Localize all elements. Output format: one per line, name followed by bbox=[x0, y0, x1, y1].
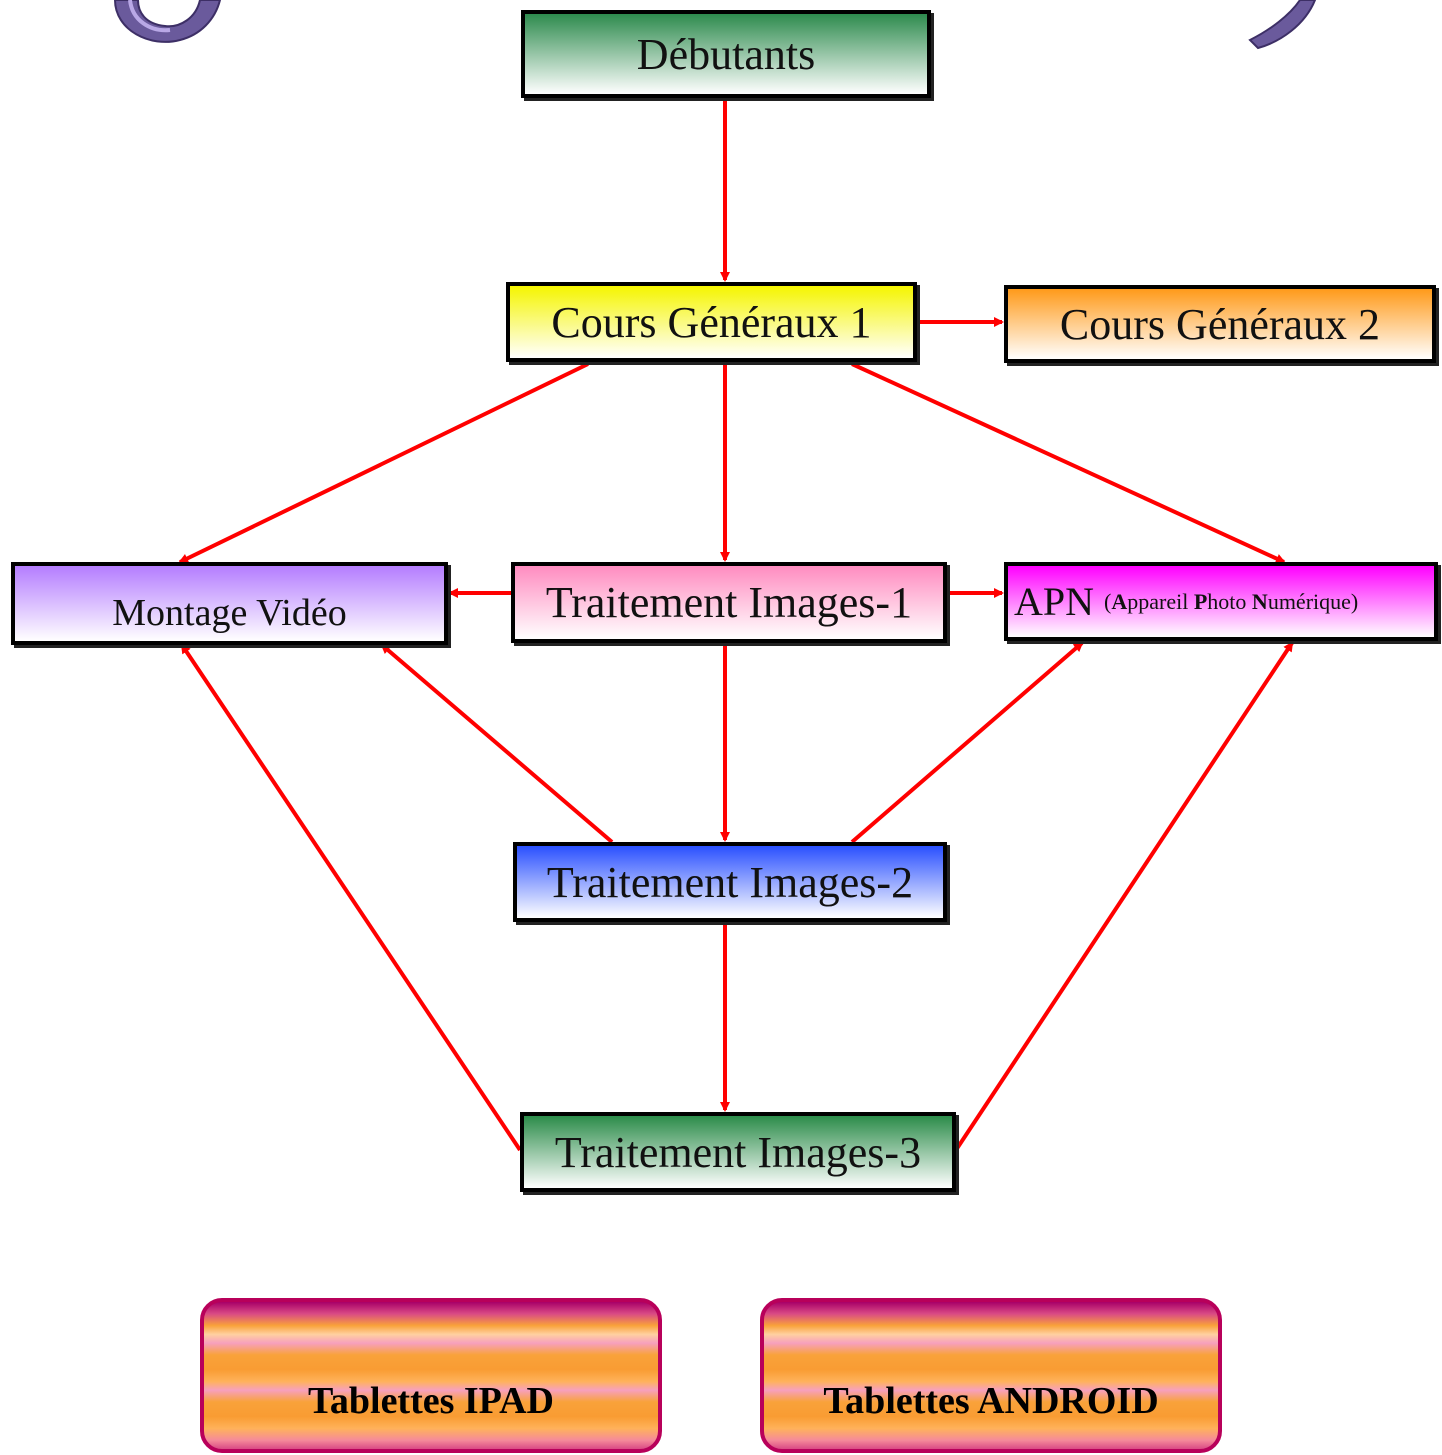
arrow-ti3-to-montage bbox=[180, 643, 522, 1152]
node-traitement-images-1: Traitement Images-1 bbox=[511, 562, 947, 643]
node-cours-generaux-2-label: Cours Généraux 2 bbox=[1059, 299, 1381, 349]
arrow-ti3-to-apn bbox=[954, 641, 1294, 1152]
apn-letter-p: P bbox=[1193, 588, 1208, 614]
node-traitement-images-2-label: Traitement Images-2 bbox=[546, 857, 914, 907]
node-traitement-images-3: Traitement Images-3 bbox=[520, 1112, 956, 1192]
arrow-ti2-to-montage bbox=[380, 643, 614, 844]
decorative-corner-left-icon bbox=[113, 0, 222, 43]
apn-word-a: ppareil bbox=[1127, 588, 1194, 614]
node-debutants: Débutants bbox=[521, 10, 931, 98]
apn-letter-n: N bbox=[1251, 588, 1268, 614]
tablettes-android-button[interactable]: Tablettes ANDROID bbox=[760, 1298, 1222, 1453]
node-traitement-images-3-label: Traitement Images-3 bbox=[554, 1127, 922, 1177]
arrow-ti2-to-apn bbox=[850, 641, 1084, 844]
node-traitement-images-2: Traitement Images-2 bbox=[513, 842, 947, 922]
node-cours-generaux-2: Cours Généraux 2 bbox=[1004, 285, 1436, 363]
tablettes-ipad-label: Tablettes IPAD bbox=[308, 1379, 554, 1422]
node-apn-label: APN bbox=[1014, 579, 1095, 624]
node-traitement-images-1-label: Traitement Images-1 bbox=[545, 578, 913, 627]
node-cours-generaux-1: Cours Généraux 1 bbox=[506, 282, 917, 362]
apn-open: ( bbox=[1104, 588, 1112, 614]
apn-letter-a: A bbox=[1111, 588, 1128, 614]
node-cours-generaux-1-label: Cours Généraux 1 bbox=[551, 297, 872, 347]
arrow-cg1-to-apn bbox=[851, 362, 1286, 564]
apn-word-p: hoto bbox=[1207, 588, 1252, 614]
tablettes-android-label: Tablettes ANDROID bbox=[823, 1379, 1159, 1422]
apn-word-n: umérique) bbox=[1267, 588, 1359, 614]
node-apn-subtitle: (Appareil Photo Numérique) bbox=[1104, 589, 1358, 615]
tablettes-ipad-button[interactable]: Tablettes IPAD bbox=[200, 1298, 662, 1453]
node-apn: APN (Appareil Photo Numérique) bbox=[1004, 562, 1438, 641]
node-montage-video-label: Montage Vidéo bbox=[112, 591, 347, 634]
node-montage-video: Montage Vidéo bbox=[11, 562, 448, 645]
node-debutants-label: Débutants bbox=[636, 29, 816, 79]
decorative-corner-right-icon bbox=[1248, 0, 1317, 50]
arrow-cg1-to-montage bbox=[178, 362, 589, 564]
